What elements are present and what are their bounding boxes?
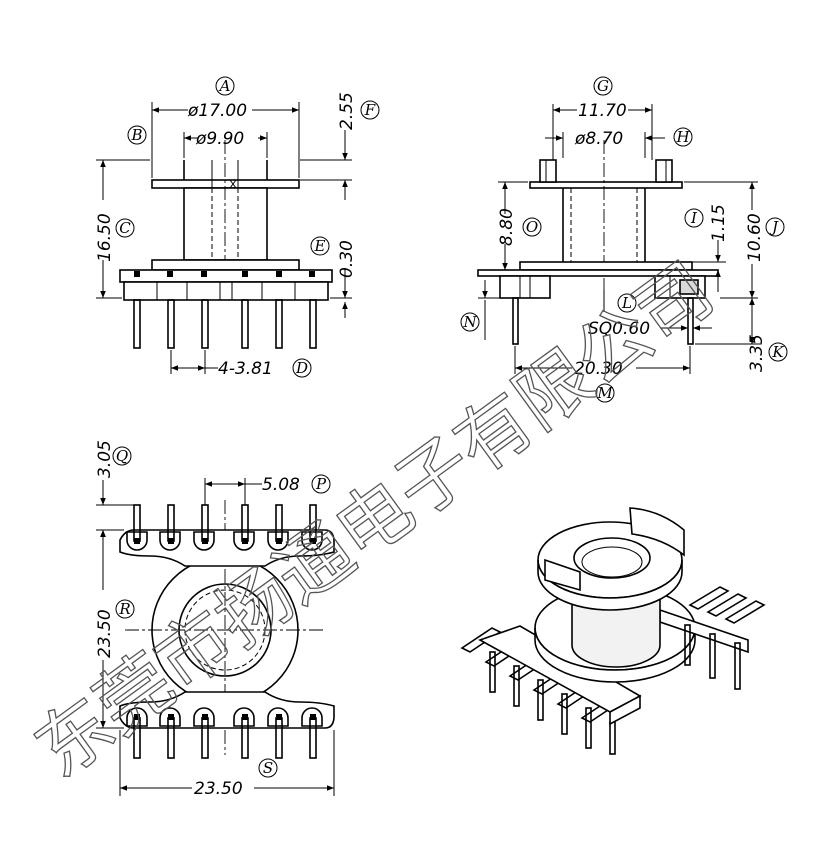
dim-M-value: 20.30 [574,359,623,379]
label-I: I [690,209,698,227]
bottom-pin-row [126,707,323,759]
dim-I-value: 1.15 [709,204,729,242]
dim-A-value: ø17.00 [187,101,247,121]
label-L-circle [617,293,637,313]
side-pin-right [687,297,694,345]
side-view: 11.70 G ø8.70 H 8.80 O 1.15 I 10.60 J [460,76,788,403]
label-K-circle [768,342,788,362]
label-K: K [771,343,784,361]
label-I-circle [684,208,704,228]
label-N: N [462,313,477,331]
label-M-circle [595,383,615,403]
label-P: P [315,475,327,493]
front-pins [133,299,317,349]
label-D-circle [292,358,312,378]
label-P-circle [311,474,331,494]
label-O-circle [522,217,542,237]
label-J: J [769,218,779,236]
side-pin-left [512,297,519,345]
dim-J-value: 10.60 [745,213,765,262]
label-A: A [218,77,231,95]
isometric-view [460,507,766,755]
label-B-circle [127,125,147,145]
label-E: E [314,237,326,255]
label-J-circle [765,217,785,237]
label-G-circle [593,76,613,96]
label-M: M [596,384,613,402]
label-E-circle [310,236,330,256]
dim-K-value: 3.35 [747,334,767,372]
label-Q: Q [116,447,128,465]
dim-O-value: 8.80 [497,208,517,246]
label-F: F [364,101,376,119]
dim-D-value: 4-3.81 [218,359,273,379]
label-A-circle [215,76,235,96]
front-view: ø17.00 A ø9.90 B 2.55 F 16.50 C 0.30 E [95,76,380,379]
label-B: B [130,126,142,144]
label-C-circle [115,218,135,238]
label-O: O [526,218,538,236]
label-L: L [621,294,632,312]
label-S: S [263,759,273,777]
label-G: G [597,77,609,95]
top-view: 5.08 P 3.05 Q 23.50 R 23.50 S [95,440,335,799]
label-F-circle [360,100,380,120]
label-N-circle [460,312,480,332]
label-D: D [295,359,308,377]
label-C: C [119,219,131,237]
label-H-circle [673,127,693,147]
top-pin-row [126,504,323,551]
dim-C-value: 16.50 [95,213,115,262]
label-S-circle [258,758,278,778]
dim-Q-value: 3.05 [95,440,115,478]
dim-E-value: 0.30 [337,240,357,278]
dim-R-value: 23.50 [95,609,115,658]
dim-F-value: 2.55 [337,92,357,130]
label-R-circle [115,599,135,619]
label-H: H [675,128,690,146]
dim-H-value: ø8.70 [574,129,623,149]
label-Q-circle [112,446,132,466]
dim-P-value: 5.08 [262,475,300,495]
dim-G-value: 11.70 [578,101,627,121]
dim-L-value: SQ0.60 [588,319,650,339]
iso-pins-right [684,586,766,690]
label-R: R [118,600,130,618]
dim-S-value: 23.50 [194,779,243,799]
dim-B-value: ø9.90 [195,129,244,149]
